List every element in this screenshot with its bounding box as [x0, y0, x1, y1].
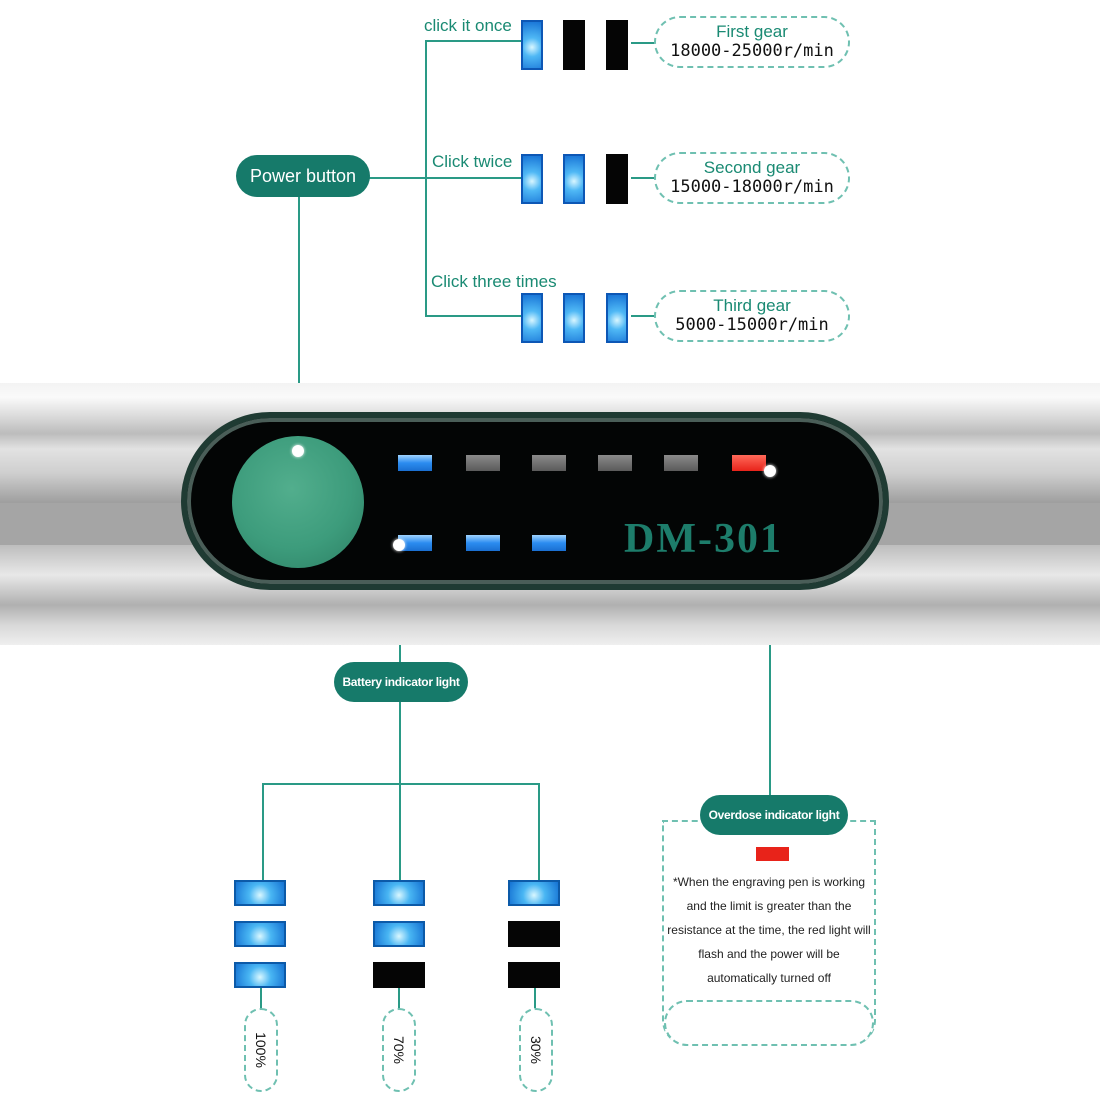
overdose-description: *When the engraving pen is working and t… — [667, 875, 871, 985]
battery-pct-connector-1 — [260, 988, 262, 1010]
gear-speed: 18000-25000r/min — [670, 41, 834, 61]
power-pointer-dot — [292, 445, 304, 457]
battery-percent: 100% — [253, 1032, 269, 1068]
gear-indicator-light — [521, 20, 543, 70]
power-connector-horizontal — [366, 177, 426, 179]
gear-indicator-light — [563, 154, 585, 204]
gear-click-label: Click twice — [432, 152, 513, 171]
battery-percent-box: 100% — [244, 1008, 278, 1092]
battery-connector-horizontal — [262, 783, 540, 785]
gear-info-box: Third gear 5000-15000r/min — [654, 290, 850, 342]
gear-connector-branch-3 — [425, 315, 521, 317]
gear-indicator-light — [563, 20, 585, 70]
overdose-red-light — [756, 847, 789, 861]
gear-indicator-light — [606, 154, 628, 204]
overdose-led — [732, 455, 766, 471]
gear-box-connector-3 — [631, 315, 655, 317]
battery-led — [466, 535, 500, 551]
battery-bar — [234, 962, 286, 988]
battery-bar — [373, 962, 425, 988]
status-led — [398, 455, 432, 471]
gear-indicator-light — [521, 154, 543, 204]
battery-pct-connector-3 — [534, 988, 536, 1010]
power-knob[interactable] — [232, 436, 364, 568]
battery-bar — [234, 880, 286, 906]
gear-name: Third gear — [713, 296, 791, 316]
gear-click-label: Click three times — [431, 272, 557, 291]
gear-connector-branch-1 — [425, 40, 521, 42]
battery-led — [532, 535, 566, 551]
overdose-pointer-dot — [764, 465, 776, 477]
gear-indicator-light — [606, 20, 628, 70]
gear-info-box: First gear 18000-25000r/min — [654, 16, 850, 68]
battery-bar — [373, 921, 425, 947]
gear-info-box: Second gear 15000-18000r/min — [654, 152, 850, 204]
battery-pct-connector-2 — [398, 988, 400, 1010]
battery-bar — [508, 880, 560, 906]
gear-speed: 15000-18000r/min — [670, 177, 834, 197]
battery-bar — [508, 921, 560, 947]
battery-pointer-dot — [393, 539, 405, 551]
battery-percent-box: 30% — [519, 1008, 553, 1092]
gear-box-connector-2 — [631, 177, 655, 179]
battery-bar — [373, 880, 425, 906]
power-connector-vertical — [298, 196, 300, 451]
gear-indicator-light — [606, 293, 628, 343]
status-led — [598, 455, 632, 471]
gear-box-connector-1 — [631, 42, 655, 44]
battery-connector-vertical — [399, 545, 401, 880]
overdose-indicator-label: Overdose indicator light — [700, 795, 848, 835]
battery-percent: 70% — [391, 1035, 407, 1065]
overdose-info-footer — [664, 1000, 874, 1046]
status-led — [466, 455, 500, 471]
battery-led — [398, 535, 432, 551]
gear-speed: 5000-15000r/min — [675, 315, 829, 335]
status-led — [664, 455, 698, 471]
gear-name: Second gear — [703, 158, 801, 178]
battery-connector-right — [538, 783, 540, 880]
gear-indicator-light — [563, 293, 585, 343]
power-button-label: Power button — [236, 155, 370, 197]
battery-bar — [508, 962, 560, 988]
gear-indicator-light — [521, 293, 543, 343]
status-led — [532, 455, 566, 471]
model-name: DM-301 — [624, 516, 783, 562]
gear-connector-branch-2 — [425, 177, 521, 179]
battery-indicator-label: Battery indicator light — [334, 662, 468, 702]
battery-percent: 30% — [528, 1035, 544, 1065]
gear-name: First gear — [716, 22, 788, 42]
battery-percent-box: 70% — [382, 1008, 416, 1092]
battery-connector-left — [262, 783, 264, 880]
gear-click-label: click it once — [424, 16, 512, 35]
battery-bar — [234, 921, 286, 947]
